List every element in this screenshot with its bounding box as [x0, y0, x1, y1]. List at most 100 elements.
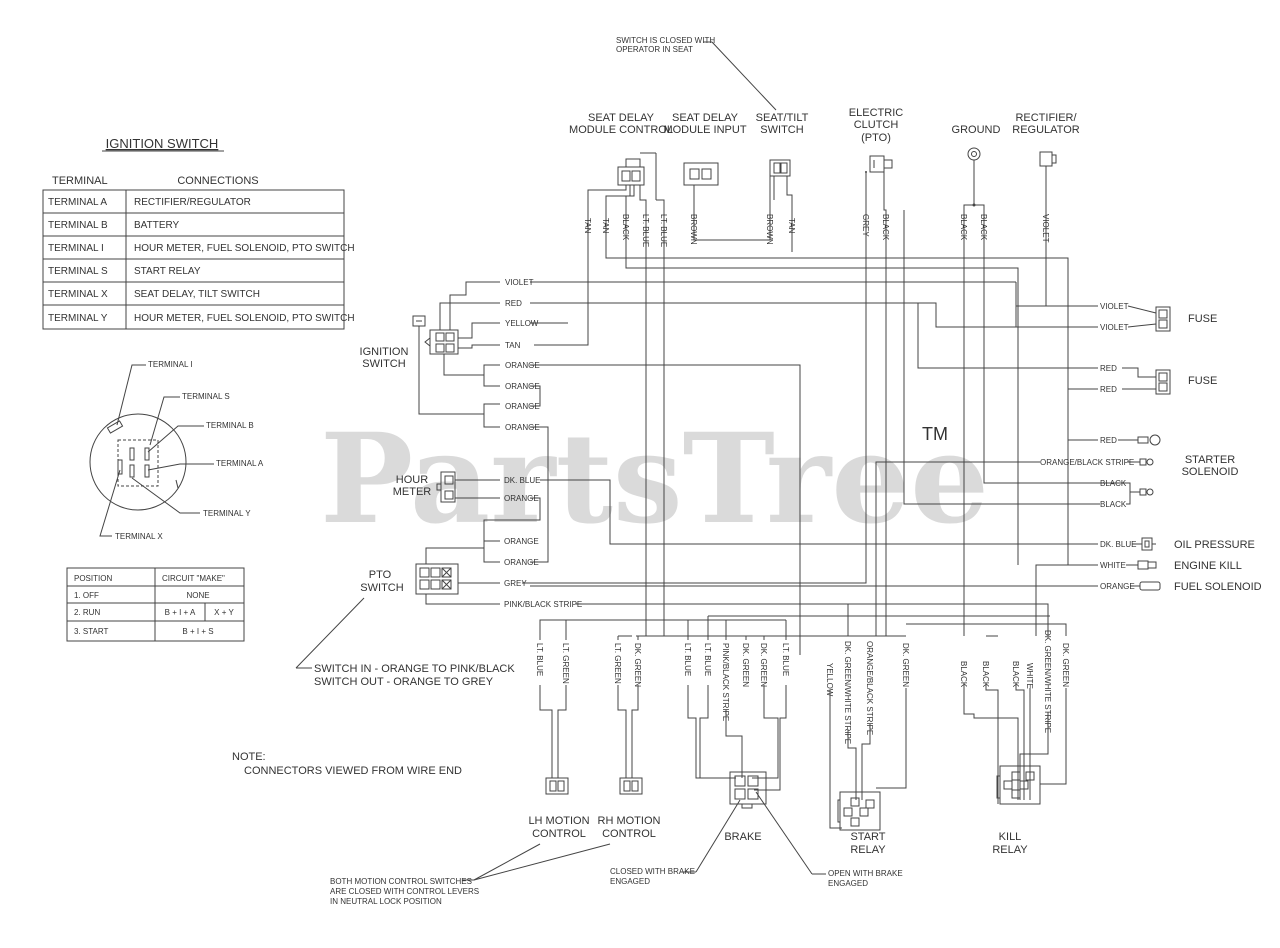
- svg-text:RECTIFIER/: RECTIFIER/: [1015, 112, 1077, 124]
- seat-tilt-switch-label: SEAT/TILT SWITCH: [756, 112, 809, 136]
- svg-text:ORANGE: ORANGE: [505, 361, 540, 370]
- svg-text:LT. BLUE: LT. BLUE: [659, 214, 668, 247]
- ignition-table-title: IGNITION SWITCH: [106, 136, 219, 151]
- svg-text:TERMINAL X: TERMINAL X: [48, 289, 108, 300]
- engine-kill-connector: [1126, 560, 1157, 570]
- svg-text:BROWN: BROWN: [765, 214, 774, 245]
- svg-text:DK. BLUE: DK. BLUE: [1100, 540, 1136, 549]
- pto-switch-connector: [415, 563, 459, 595]
- svg-text:CONTROL: CONTROL: [532, 828, 586, 840]
- brake-label: BRAKE: [724, 831, 761, 843]
- svg-text:BLACK: BLACK: [959, 214, 968, 241]
- seat-delay-control-connector: [617, 152, 657, 200]
- svg-text:RED: RED: [505, 299, 522, 308]
- svg-text:HOUR: HOUR: [396, 474, 428, 486]
- svg-text:(PTO): (PTO): [861, 132, 891, 144]
- watermark: PartsTree: [320, 407, 989, 552]
- svg-text:TERMINAL S: TERMINAL S: [182, 392, 230, 401]
- svg-text:TAN: TAN: [583, 218, 592, 234]
- svg-text:METER: METER: [393, 486, 432, 498]
- svg-text:PINK/BLACK STRIPE: PINK/BLACK STRIPE: [721, 643, 730, 721]
- rectifier-connector: [1039, 151, 1057, 167]
- svg-text:DK. GREEN/WHITE STRIPE: DK. GREEN/WHITE STRIPE: [843, 641, 852, 744]
- svg-text:SWITCH: SWITCH: [760, 124, 803, 136]
- svg-text:VIOLET: VIOLET: [505, 278, 534, 287]
- svg-text:BLACK: BLACK: [1100, 500, 1127, 509]
- ignition-switch-table: IGNITION SWITCH TERMINAL CONNECTIONS TER…: [42, 136, 355, 330]
- svg-text:1. OFF: 1. OFF: [74, 591, 99, 600]
- svg-text:TERMINAL I: TERMINAL I: [148, 360, 193, 369]
- svg-text:STARTER: STARTER: [1185, 454, 1235, 466]
- svg-text:BLACK: BLACK: [1100, 479, 1127, 488]
- engine-kill-label: ENGINE KILL: [1174, 560, 1242, 572]
- svg-text:SOLENOID: SOLENOID: [1182, 466, 1239, 478]
- svg-text:CIRCUIT "MAKE": CIRCUIT "MAKE": [162, 574, 225, 583]
- svg-text:TERMINAL S: TERMINAL S: [48, 266, 108, 277]
- seat-delay-control-label: SEAT DELAY MODULE CONTROL: [569, 112, 673, 136]
- svg-text:LT. BLUE: LT. BLUE: [683, 643, 692, 676]
- svg-text:GREY: GREY: [504, 579, 527, 588]
- svg-text:TERMINAL A: TERMINAL A: [216, 459, 264, 468]
- seat-switch-note-2: OPERATOR IN SEAT: [616, 45, 693, 54]
- svg-text:REGULATOR: REGULATOR: [1012, 124, 1079, 136]
- svg-text:RED: RED: [1100, 436, 1117, 445]
- kill-relay: [996, 765, 1041, 805]
- svg-text:TAN: TAN: [787, 218, 796, 234]
- connectors-note: NOTE: CONNECTORS VIEWED FROM WIRE END: [232, 751, 462, 777]
- hour-meter-connector: [436, 471, 456, 503]
- svg-text:OPEN WITH BRAKE: OPEN WITH BRAKE: [828, 869, 903, 878]
- svg-text:BROWN: BROWN: [689, 214, 698, 245]
- svg-text:ENGAGED: ENGAGED: [610, 877, 650, 886]
- svg-text:ORANGE: ORANGE: [504, 494, 539, 503]
- svg-text:CLUTCH: CLUTCH: [854, 119, 899, 131]
- svg-text:YELLOW: YELLOW: [505, 319, 539, 328]
- svg-text:BLACK: BLACK: [881, 214, 890, 241]
- hour-meter-label: HOUR METER: [393, 474, 432, 498]
- svg-text:LT. GREEN: LT. GREEN: [613, 643, 622, 684]
- svg-text:ORANGE: ORANGE: [504, 537, 539, 546]
- svg-text:ORANGE: ORANGE: [1100, 582, 1135, 591]
- svg-text:CONNECTORS VIEWED FROM WIRE EN: CONNECTORS VIEWED FROM WIRE END: [244, 765, 462, 777]
- lh-motion-label: LH MOTION CONTROL: [528, 815, 589, 840]
- ignition-switch-face: [89, 364, 214, 537]
- electric-clutch-connector: [869, 155, 893, 173]
- svg-text:RED: RED: [1100, 385, 1117, 394]
- svg-text:LT. BLUE: LT. BLUE: [641, 214, 650, 247]
- ground-icon: [967, 147, 981, 170]
- svg-text:B + I + A: B + I + A: [165, 608, 196, 617]
- seat-delay-input-connector: [683, 162, 719, 186]
- rectifier-label: RECTIFIER/ REGULATOR: [1012, 112, 1079, 136]
- seat-delay-input-label: SEAT DELAY MODULE INPUT: [663, 112, 746, 136]
- svg-text:DK. GREEN: DK. GREEN: [759, 643, 768, 687]
- seat-switch-note-1: SWITCH IS CLOSED WITH: [616, 36, 715, 45]
- starter-solenoid-label: STARTER SOLENOID: [1182, 454, 1239, 478]
- svg-text:MODULE CONTROL: MODULE CONTROL: [569, 124, 673, 136]
- svg-text:NOTE:: NOTE:: [232, 751, 266, 763]
- svg-text:LH MOTION: LH MOTION: [528, 815, 589, 827]
- svg-text:PTO: PTO: [369, 569, 392, 581]
- svg-text:BLACK: BLACK: [621, 214, 630, 241]
- pto-wire-labels: GREY PINK/BLACK STRIPE: [504, 579, 582, 609]
- solenoid-wire-labels: ORANGE/BLACK STRIPE BLACK BLACK: [1040, 458, 1134, 509]
- svg-text:HOUR METER, FUEL SOLENOID, PTO: HOUR METER, FUEL SOLENOID, PTO SWITCH: [134, 243, 355, 254]
- svg-text:IGNITION: IGNITION: [360, 346, 409, 358]
- svg-text:DK. GREEN: DK. GREEN: [633, 643, 642, 687]
- brake-connector: [729, 771, 767, 809]
- svg-text:NONE: NONE: [186, 591, 209, 600]
- svg-text:X + Y: X + Y: [214, 608, 234, 617]
- svg-text:DK. GREEN: DK. GREEN: [901, 643, 910, 687]
- svg-text:VIOLET: VIOLET: [1041, 214, 1050, 243]
- svg-text:BATTERY: BATTERY: [134, 220, 180, 231]
- fuse-2: [1155, 369, 1171, 395]
- position-table: POSITION CIRCUIT "MAKE" 1. OFF NONE 2. R…: [66, 567, 245, 642]
- fuel-solenoid-connector: [1130, 581, 1161, 591]
- hour-meter-wire-labels: DK. BLUE ORANGE ORANGE ORANGE: [504, 476, 540, 567]
- bottom-wire-labels: LT. BLUE LT. GREEN LT. GREEN DK. GREEN L…: [535, 630, 1070, 744]
- svg-text:CLOSED WITH BRAKE: CLOSED WITH BRAKE: [610, 867, 695, 876]
- svg-text:DK. GREEN/WHITE STRIPE: DK. GREEN/WHITE STRIPE: [1043, 630, 1052, 733]
- rh-motion-connector: [619, 777, 643, 795]
- brake-closed-note: CLOSED WITH BRAKE ENGAGED: [610, 867, 695, 886]
- svg-text:TERMINAL X: TERMINAL X: [115, 532, 163, 541]
- svg-text:LT. BLUE: LT. BLUE: [781, 643, 790, 676]
- svg-text:ORANGE/BLACK STRIPE: ORANGE/BLACK STRIPE: [865, 641, 874, 735]
